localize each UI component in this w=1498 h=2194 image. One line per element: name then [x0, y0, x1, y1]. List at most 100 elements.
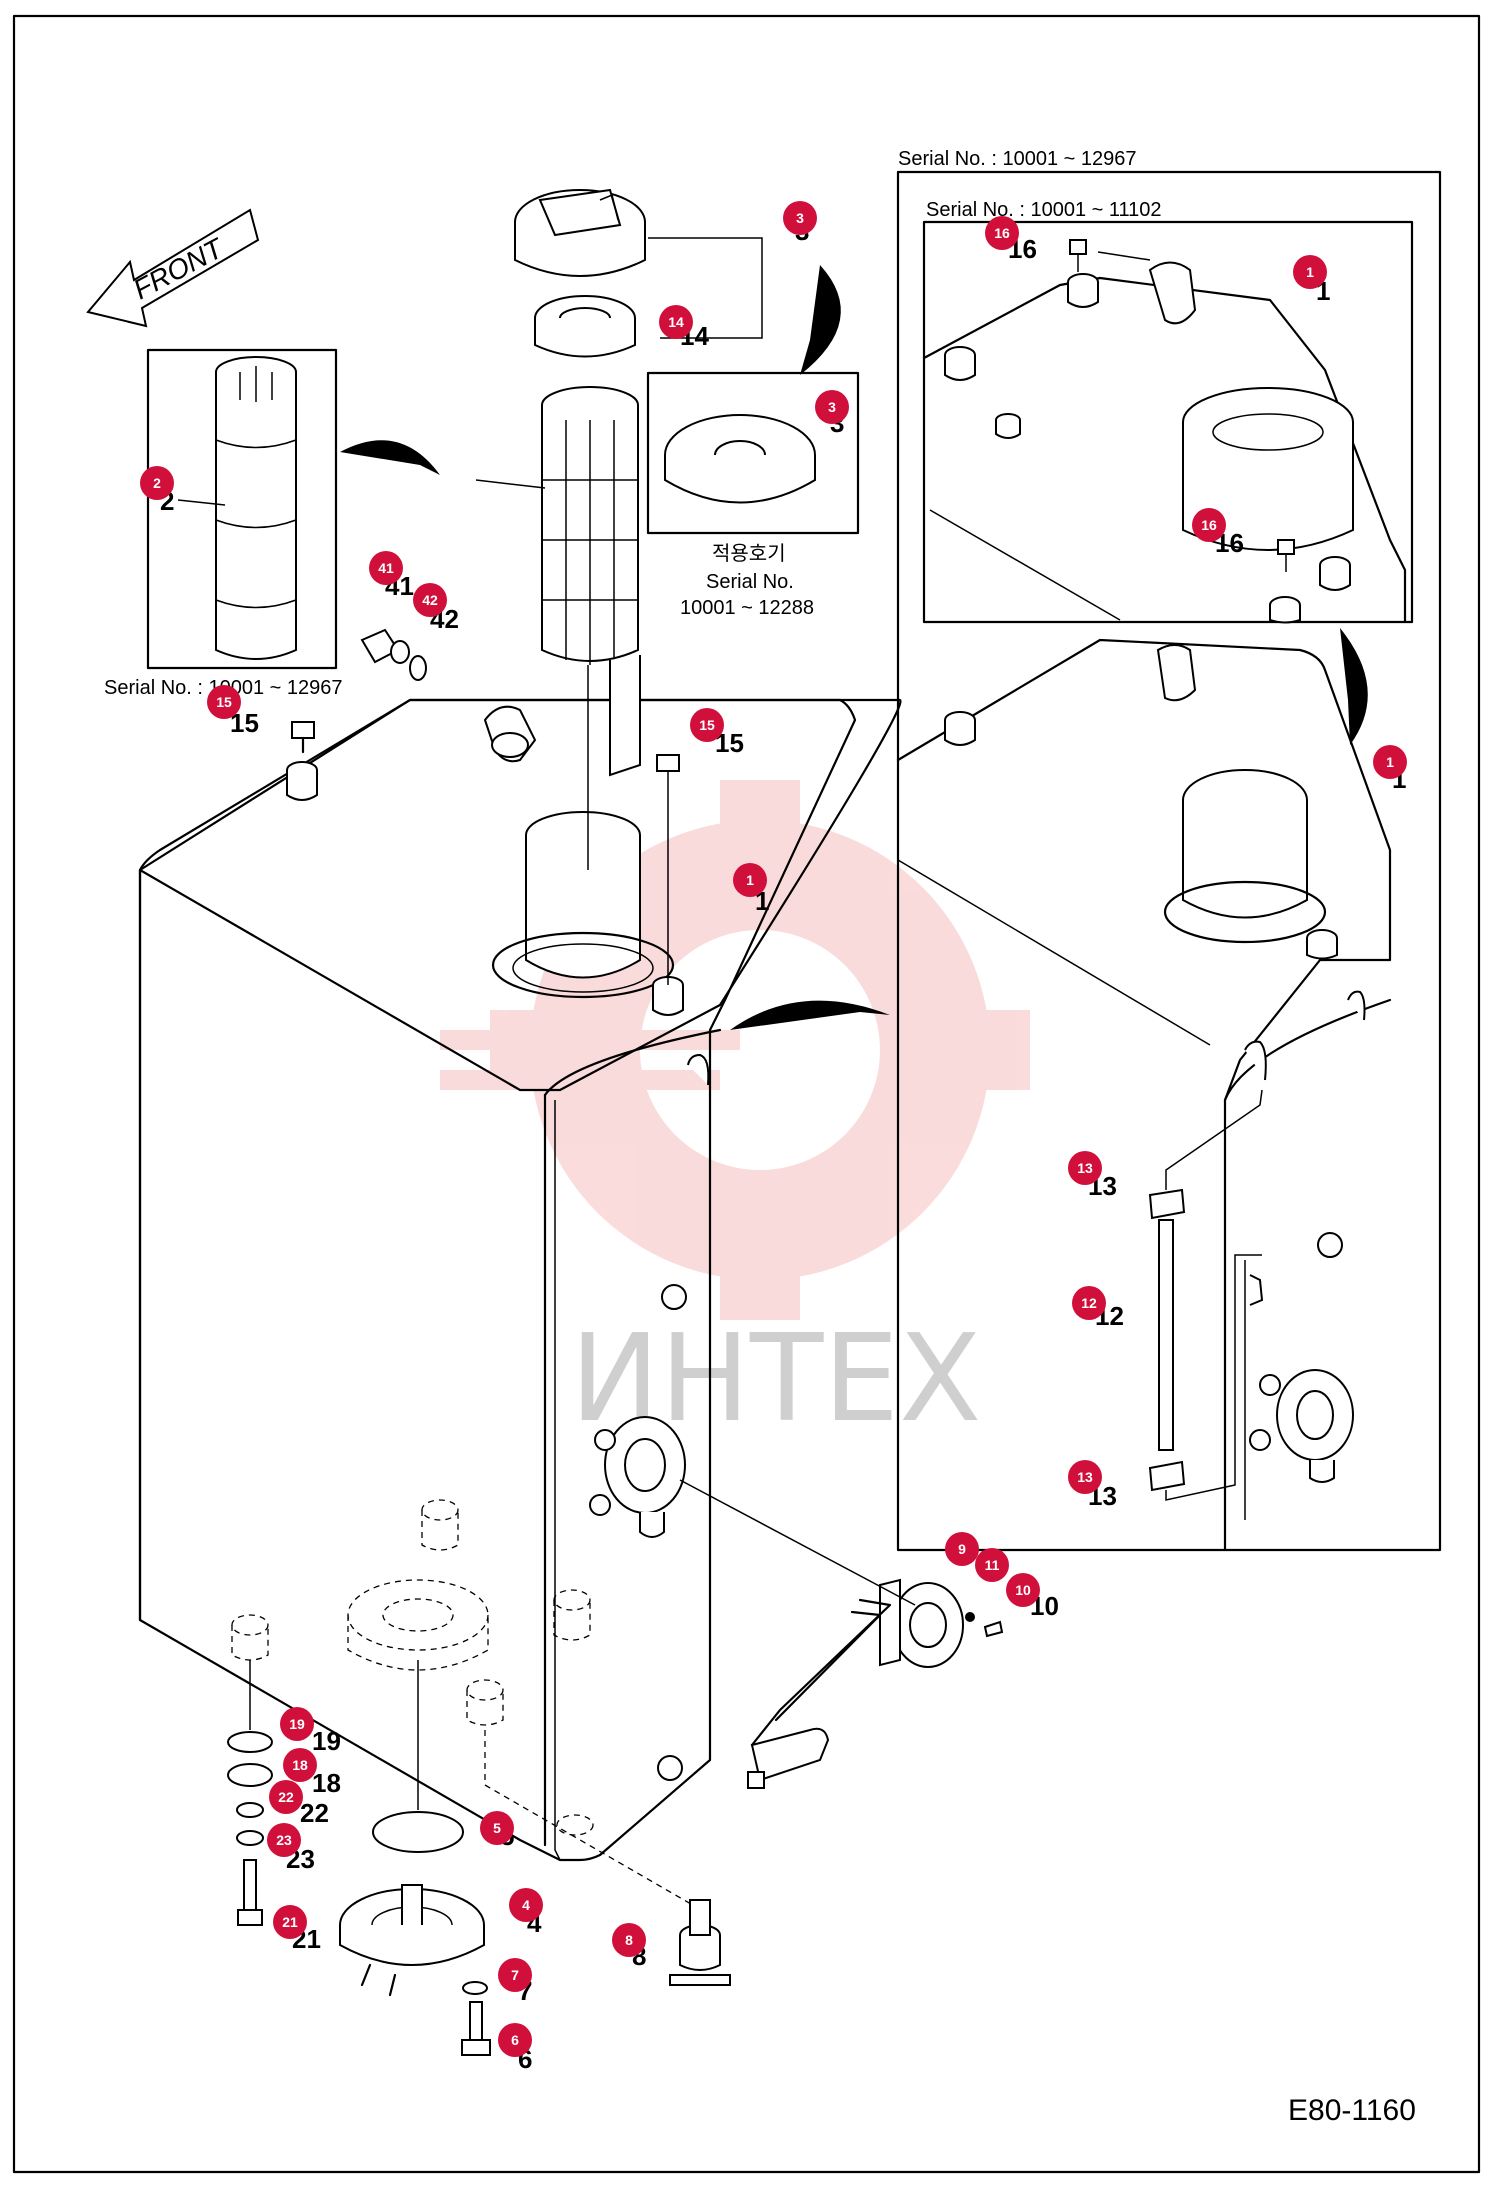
- part-badge[interactable]: 1: [733, 863, 767, 897]
- svg-text:10: 10: [1015, 1582, 1031, 1598]
- part-badge[interactable]: 1: [1373, 745, 1407, 779]
- part-badge[interactable]: 13: [1068, 1151, 1102, 1185]
- svg-text:16: 16: [1201, 517, 1217, 533]
- drawing-code: E80-1160: [1288, 2094, 1416, 2127]
- part-badge[interactable]: 22: [269, 1780, 303, 1814]
- part-badge[interactable]: 6: [498, 2023, 532, 2057]
- svg-text:6: 6: [511, 2032, 519, 2048]
- svg-text:21: 21: [282, 1914, 298, 1930]
- svg-text:22: 22: [278, 1789, 294, 1805]
- bolt-6: [461, 2001, 491, 2056]
- part-badge[interactable]: 16: [1192, 508, 1226, 542]
- part-badge[interactable]: 3: [815, 390, 849, 424]
- tank-top-detail: [922, 251, 1407, 624]
- svg-text:1: 1: [1386, 754, 1394, 770]
- part-badge[interactable]: 21: [273, 1905, 307, 1939]
- bolt-15-right: [656, 754, 680, 985]
- part-badge[interactable]: 16: [985, 216, 1019, 250]
- strainer-collar: [534, 295, 636, 358]
- part-badge[interactable]: 8: [612, 1923, 646, 1957]
- o-ring: [409, 655, 427, 681]
- part-badge[interactable]: 5: [480, 1811, 514, 1845]
- svg-text:9: 9: [958, 1541, 966, 1557]
- washer-7: [462, 1981, 488, 1995]
- svg-text:2: 2: [153, 475, 161, 491]
- part-label: 22: [300, 1798, 329, 1828]
- drain-flange-4: [339, 1884, 485, 1997]
- part-badge[interactable]: 12: [1072, 1286, 1106, 1320]
- svg-text:19: 19: [289, 1716, 305, 1732]
- svg-text:7: 7: [511, 1967, 519, 1983]
- o-ring-5: [372, 1811, 464, 1853]
- level-gauge-tube: [1148, 1089, 1264, 1501]
- part-badge[interactable]: 2: [140, 466, 174, 500]
- svg-text:15: 15: [216, 694, 232, 710]
- cap-inset-box: [646, 371, 860, 535]
- arrow-curved-icon: [1340, 628, 1368, 745]
- cap-serial-label: Serial No.: [706, 571, 794, 593]
- mount-rubber-stack: [227, 1660, 273, 1926]
- right-inset-box: [896, 170, 1442, 1552]
- svg-text:15: 15: [699, 717, 715, 733]
- arrow-curved-icon: [340, 440, 440, 475]
- bolt-15-left: [291, 721, 315, 754]
- strainer-alternate: [215, 356, 297, 660]
- filler-cap: [514, 188, 646, 277]
- part-badge[interactable]: 10: [1006, 1573, 1040, 1607]
- svg-text:16: 16: [994, 225, 1010, 241]
- svg-text:1: 1: [1306, 264, 1314, 280]
- part-badge[interactable]: 18: [283, 1748, 317, 1782]
- part-badge[interactable]: 9: [945, 1532, 979, 1566]
- tank-boss: [286, 761, 318, 801]
- part-badge[interactable]: 11: [975, 1548, 1009, 1582]
- svg-text:4: 4: [522, 1897, 530, 1913]
- part-badge[interactable]: 3: [783, 201, 817, 235]
- sender-flange: [1249, 1369, 1354, 1483]
- tank-right-view: [896, 638, 1392, 1552]
- svg-text:12: 12: [1081, 1295, 1097, 1311]
- cap-alternate: [664, 414, 816, 504]
- sender-flange: [589, 1416, 686, 1538]
- strainer-inset-box: [146, 348, 338, 670]
- part-badge[interactable]: 19: [280, 1707, 314, 1741]
- part-badge[interactable]: 7: [498, 1958, 532, 1992]
- cap-serial-range: 10001 ~ 12288: [680, 597, 814, 619]
- part-label: 19: [312, 1726, 341, 1756]
- part-badge[interactable]: 1: [1293, 255, 1327, 289]
- part-badge[interactable]: 4: [509, 1888, 543, 1922]
- svg-text:42: 42: [422, 592, 438, 608]
- front-arrow-icon: FRONT: [86, 208, 260, 328]
- strainer-filter: [541, 386, 641, 777]
- svg-text:13: 13: [1077, 1469, 1093, 1485]
- watermark-gear-icon: [440, 780, 1030, 1320]
- plug: [360, 628, 410, 664]
- part-badge[interactable]: 15: [207, 685, 241, 719]
- cap-korean-note: 적용호기: [712, 542, 786, 565]
- breather-plug-16: [1277, 539, 1295, 572]
- svg-text:11: 11: [985, 1557, 1000, 1573]
- part-badge[interactable]: 15: [690, 708, 724, 742]
- part-label: 18: [312, 1768, 341, 1798]
- part-badge[interactable]: 14: [659, 305, 693, 339]
- svg-text:5: 5: [493, 1820, 501, 1836]
- svg-text:1: 1: [746, 872, 754, 888]
- svg-text:14: 14: [668, 314, 684, 330]
- svg-text:8: 8: [625, 1932, 633, 1948]
- part-badge[interactable]: 23: [267, 1823, 301, 1857]
- front-label: FRONT: [128, 232, 229, 306]
- drain-cock-8: [669, 1899, 731, 1986]
- part-badges: 3 14 3 2 41 42 15 15 1 16 1 16 1 13 12 1…: [140, 201, 1407, 2057]
- right-serial-note: Serial No. : 10001 ~ 12967: [898, 148, 1137, 170]
- bottom-dashed-flange: [231, 1499, 594, 1836]
- fuel-tank: [138, 698, 902, 1916]
- fuel-level-sender: [679, 1479, 1004, 1789]
- breather-plug-16: [1069, 239, 1087, 272]
- drawing-frame: [12, 14, 1481, 2174]
- svg-text:23: 23: [276, 1832, 292, 1848]
- top-inset-box: [922, 220, 1414, 624]
- part-badge[interactable]: 13: [1068, 1460, 1102, 1494]
- part-badge[interactable]: 41: [369, 551, 403, 585]
- svg-text:41: 41: [378, 560, 394, 576]
- part-badge[interactable]: 42: [413, 583, 447, 617]
